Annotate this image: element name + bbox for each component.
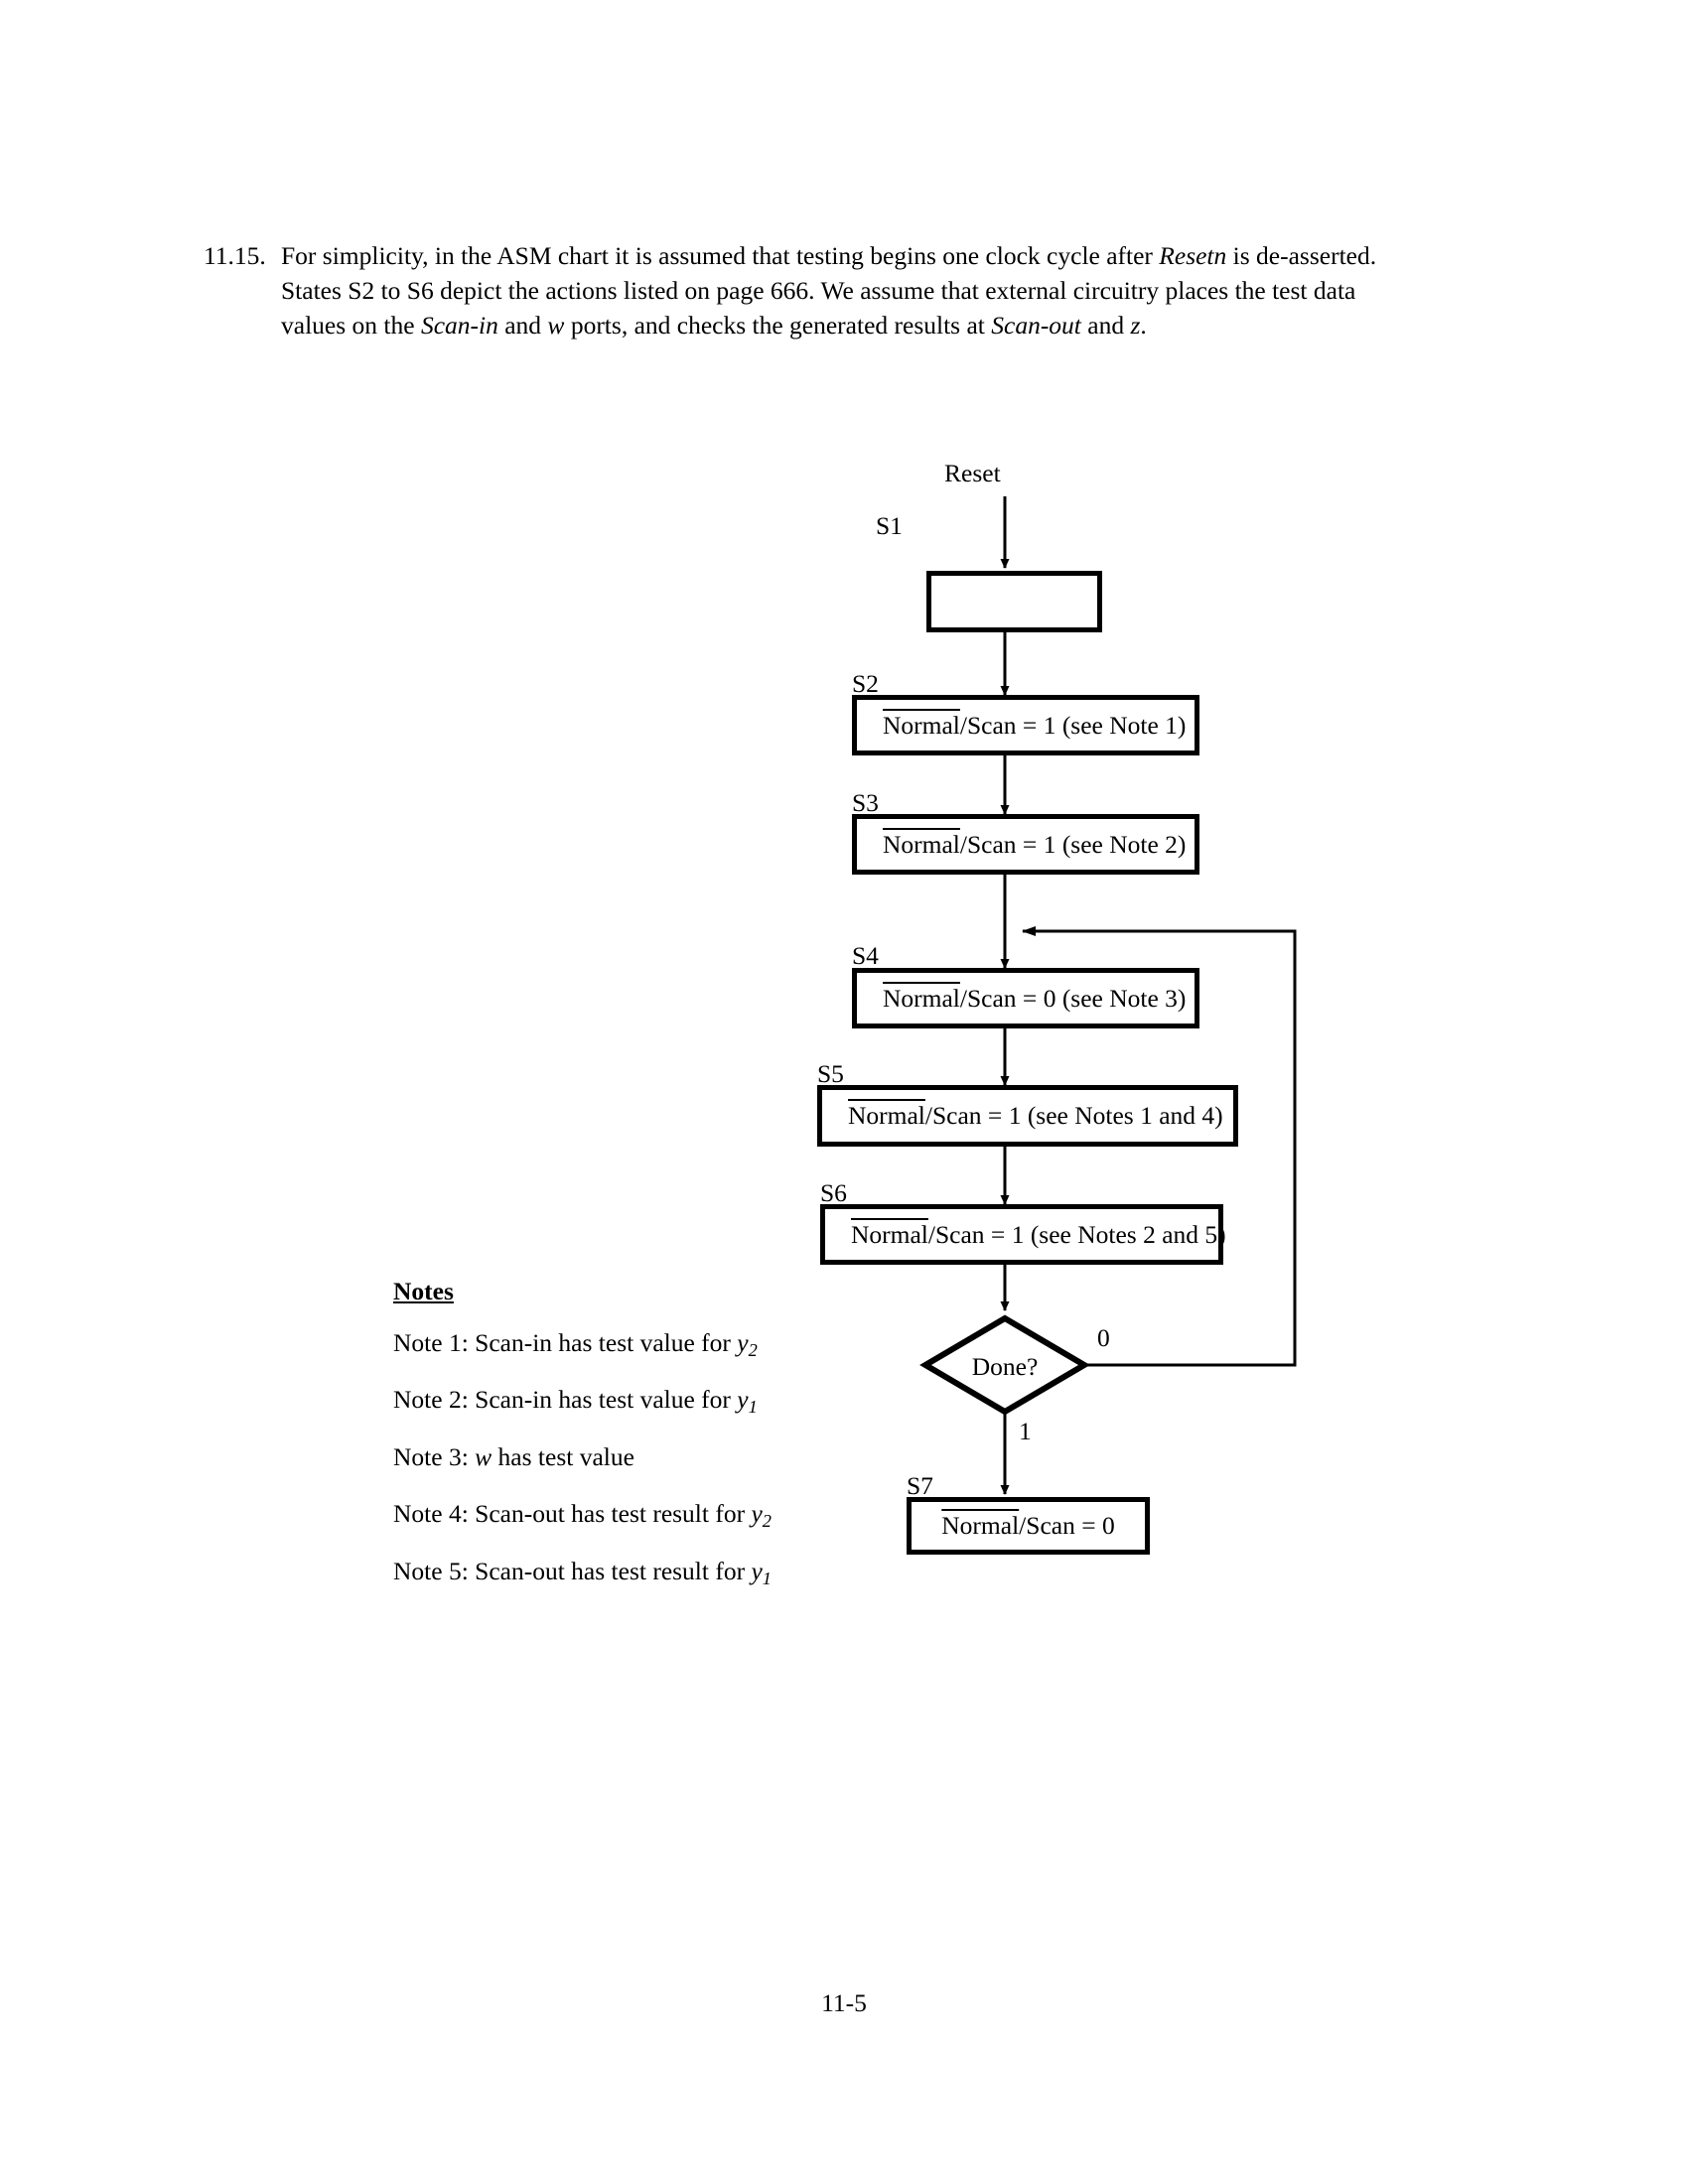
state-box-s4-rest: /Scan = 0 (see Note 3) (959, 983, 1187, 1013)
problem-line-1-resetn: Resetn (1159, 241, 1227, 270)
state-box-s5-text: Normal/Scan = 1 (see Notes 1 and 4) (848, 1103, 1223, 1129)
notes-section: Notes Note 1: Scan-in has test value for… (393, 1279, 820, 1615)
note-1-body-a: Scan-in has test value for (468, 1327, 738, 1357)
decision-label: Done? (971, 1352, 1039, 1381)
note-2-label: Note 2: (393, 1385, 469, 1414)
note-item-1: Note 1: Scan-in has test value for y2 (393, 1327, 820, 1360)
problem-line-3-scan-in: Scan-in (420, 311, 498, 340)
note-2-var: y (737, 1385, 749, 1414)
state-label-s6: S6 (820, 1178, 847, 1207)
note-2-sub: 1 (748, 1397, 758, 1418)
problem-line-3-part-d: and (1080, 311, 1131, 340)
state-label-s5: S5 (817, 1059, 844, 1088)
note-4-label: Note 4: (393, 1499, 469, 1528)
note-5-var: y (751, 1556, 763, 1585)
state-box-s2-text: Normal/Scan = 1 (see Note 1) (883, 713, 1186, 739)
state-box-s5: Normal/Scan = 1 (see Notes 1 and 4) (817, 1085, 1238, 1147)
state-box-s6-signal: Normal (851, 1219, 928, 1249)
note-4-body-a: Scan-out has test result for (468, 1499, 752, 1528)
state-label-s4: S4 (852, 941, 879, 970)
entry-label-reset: Reset (944, 459, 1001, 487)
note-5-body-a: Scan-out has test result for (468, 1556, 752, 1585)
note-1-sub: 2 (748, 1339, 758, 1360)
state-label-s7: S7 (907, 1471, 933, 1500)
edge-decision-false-feedback-to-s4 (1022, 926, 1297, 1367)
problem-number: 11.15. (204, 241, 266, 270)
note-item-4: Note 4: Scan-out has test result for y2 (393, 1501, 820, 1531)
state-box-s7-signal: Normal (941, 1511, 1020, 1541)
state-box-s4: Normal/Scan = 0 (see Note 3) (852, 968, 1199, 1028)
note-5-label: Note 5: (393, 1556, 469, 1585)
note-item-2: Note 2: Scan-in has test value for y1 (393, 1387, 820, 1417)
state-box-s7: Normal/Scan = 0 (907, 1497, 1150, 1555)
state-box-s4-signal: Normal (883, 983, 960, 1013)
decision-branch-true-label: 1 (1019, 1417, 1032, 1445)
problem-line-3-w: w (547, 311, 565, 340)
state-box-s6-text: Normal/Scan = 1 (see Notes 2 and 5) (851, 1222, 1226, 1248)
note-1-var: y (737, 1327, 749, 1357)
problem-line-2: States S2 to S6 depict the actions liste… (281, 276, 1356, 305)
state-label-s2: S2 (852, 669, 879, 698)
note-3-body-b: has test value (492, 1441, 634, 1471)
page-footer: 11-5 (821, 1988, 867, 2017)
problem-line-3-part-a: values on the (281, 311, 421, 340)
problem-line-3: values on the Scan-in and w ports, and c… (281, 308, 1484, 342)
note-5-sub: 1 (762, 1568, 772, 1588)
state-label-s3: S3 (852, 788, 879, 817)
notes-heading: Notes (393, 1277, 454, 1305)
state-box-s3-signal: Normal (883, 829, 960, 859)
note-item-5: Note 5: Scan-out has test result for y1 (393, 1556, 820, 1588)
state-box-s2: Normal/Scan = 1 (see Note 1) (852, 695, 1199, 755)
state-box-s2-signal: Normal (883, 710, 960, 740)
problem-line-3-part-b: and (497, 311, 548, 340)
state-box-s6: Normal/Scan = 1 (see Notes 2 and 5) (820, 1204, 1226, 1265)
state-box-s5-signal: Normal (848, 1101, 925, 1131)
problem-line-1: For simplicity, in the ASM chart it is a… (281, 238, 1484, 273)
problem-line-3-part-e: . (1140, 311, 1147, 340)
note-4-var: y (751, 1499, 763, 1528)
problem-line-1-part-b: is de-asserted. (1226, 241, 1377, 270)
state-box-s6-rest: /Scan = 1 (see Notes 2 and 5) (927, 1219, 1226, 1249)
problem-statement: 11.15. For simplicity, in the ASM chart … (204, 238, 1484, 342)
decision-branch-false-label: 0 (1097, 1323, 1110, 1352)
state-box-s3-rest: /Scan = 1 (see Note 2) (959, 829, 1187, 859)
note-4-sub: 2 (762, 1511, 772, 1532)
note-item-3: Note 3: w has test value (393, 1441, 820, 1474)
state-box-s1 (926, 571, 1102, 632)
state-box-s3: Normal/Scan = 1 (see Note 2) (852, 814, 1199, 875)
problem-row: 11.15. For simplicity, in the ASM chart … (204, 238, 1484, 342)
state-box-s4-text: Normal/Scan = 0 (see Note 3) (883, 986, 1186, 1012)
note-3-label: Note 3: (393, 1441, 469, 1471)
problem-line-3-part-c: ports, and checks the generated results … (564, 311, 992, 340)
note-2-body-a: Scan-in has test value for (468, 1385, 738, 1414)
state-box-s2-rest: /Scan = 1 (see Note 1) (959, 710, 1187, 740)
state-box-s3-text: Normal/Scan = 1 (see Note 2) (883, 832, 1186, 858)
state-box-s7-text: Normal/Scan = 0 (941, 1513, 1114, 1539)
problem-line-3-scan-out: Scan-out (991, 311, 1081, 340)
state-box-s7-rest: /Scan = 0 (1019, 1511, 1115, 1541)
problem-text: For simplicity, in the ASM chart it is a… (281, 238, 1484, 342)
problem-line-3-z: z (1130, 311, 1141, 340)
note-1-label: Note 1: (393, 1327, 469, 1357)
problem-line-1-part-a: For simplicity, in the ASM chart it is a… (281, 241, 1160, 270)
note-3-var: w (475, 1441, 492, 1471)
state-label-s1: S1 (876, 511, 903, 540)
state-box-s5-rest: /Scan = 1 (see Notes 1 and 4) (924, 1101, 1223, 1131)
